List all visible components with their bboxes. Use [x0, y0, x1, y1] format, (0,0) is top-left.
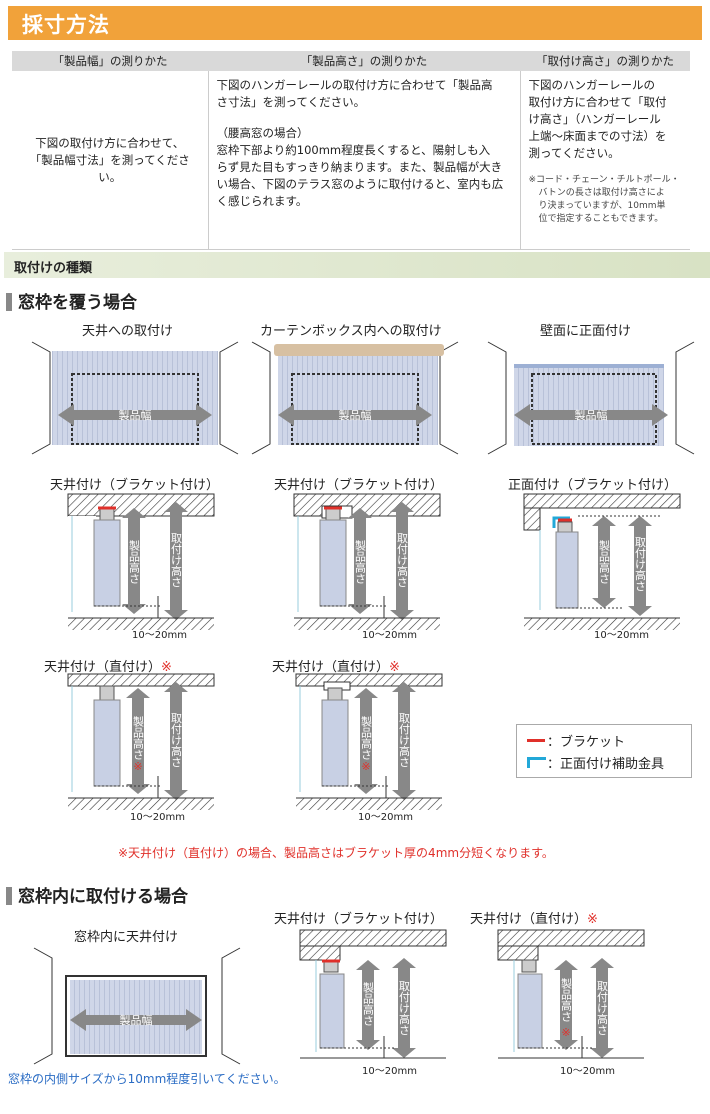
section-inside-frame-title: 窓枠内に取付ける場合 — [6, 882, 188, 907]
svg-text:取付け高さ: 取付け高さ — [398, 712, 411, 767]
svg-text:※: ※ — [133, 760, 142, 773]
measurement-table: 「製品幅」の測りかた 「製品高さ」の測りかた 「取付け高さ」の測りかた 下図の取… — [12, 51, 690, 250]
page-title: 採寸方法 — [22, 13, 110, 37]
svg-text:取付け高さ: 取付け高さ — [398, 980, 411, 1035]
label-direct-2: 天井付け（直付け）※ — [272, 660, 400, 675]
cell-mount-height: 下図のハンガーレールの 取付け方に合わせて「取付 け高さ」（ハンガーレール 上端… — [520, 71, 690, 250]
cell-width: 下図の取付け方に合わせて、 「製品幅寸法」を測ってください。 — [12, 71, 209, 250]
svg-text:※: ※ — [561, 1026, 570, 1039]
svg-text:10～20mm: 10～20mm — [594, 630, 649, 641]
aux-legend-label: ：正面付け補助金具 — [547, 757, 665, 772]
window-diagram-curtain-box: 製品幅 — [251, 341, 459, 455]
svg-text:※: ※ — [361, 760, 370, 773]
svg-text:製品高さ: 製品高さ — [128, 539, 141, 584]
svg-text:製品高さ: 製品高さ — [354, 539, 367, 584]
label-ceiling-mount: 天井への取付け — [82, 324, 174, 339]
svg-text:製品高さ: 製品高さ — [598, 539, 611, 584]
svg-text:10～20mm: 10～20mm — [358, 812, 413, 822]
svg-text:製品幅: 製品幅 — [575, 408, 608, 422]
table-header-mount-height: 「取付け高さ」の測りかた — [520, 51, 690, 71]
svg-text:10～20mm: 10～20mm — [362, 1066, 417, 1077]
table-header-width: 「製品幅」の測りかた — [12, 51, 208, 71]
label-detail-2: 天井付け（ブラケット付け） — [274, 478, 444, 493]
label-curtain-box: カーテンボックス内への取付け — [260, 324, 442, 339]
table-header-height: 「製品高さ」の測りかた — [208, 51, 520, 71]
label-detail-3: 正面付け（ブラケット付け） — [508, 478, 678, 493]
warning-note: ※天井付け（直付け）の場合、製品高さはブラケット厚の4mm分短くなります。 — [118, 846, 554, 860]
bracket-legend-label: ：ブラケット — [547, 735, 626, 750]
label-direct-1: 天井付け（直付け）※ — [44, 660, 172, 675]
label-detail-1: 天井付け（ブラケット付け） — [50, 478, 220, 493]
svg-text:製品幅: 製品幅 — [339, 408, 372, 422]
legend-box: ：ブラケット ：正面付け補助金具 — [516, 724, 692, 778]
window-diagram-ceiling: 製品幅 — [31, 341, 239, 455]
label-inside-ceiling: 窓枠内に天井付け — [74, 930, 179, 945]
svg-text:製品高さ: 製品高さ — [132, 715, 145, 760]
detail-diagram-3: 製品高さ 取付け高さ 10～20mm — [523, 493, 681, 641]
page-header: 採寸方法 — [8, 6, 702, 40]
svg-text:取付け高さ: 取付け高さ — [596, 980, 609, 1035]
detail-diagram-1: 製品高さ 取付け高さ 10～20mm — [67, 493, 215, 641]
svg-text:取付け高さ: 取付け高さ — [396, 532, 409, 587]
aux-legend-swatch — [527, 757, 546, 768]
window-diagram-inside: 製品幅 — [33, 947, 241, 1065]
window-diagram-wall-front: 製品幅 — [487, 341, 695, 455]
svg-text:製品幅: 製品幅 — [119, 408, 152, 422]
svg-text:取付け高さ: 取付け高さ — [634, 536, 647, 591]
svg-text:製品高さ: 製品高さ — [560, 977, 573, 1022]
detail-diagram-2: 製品高さ 取付け高さ 10～20mm — [293, 493, 441, 641]
svg-text:製品高さ: 製品高さ — [362, 981, 375, 1026]
label-inside-detail-1: 天井付け（ブラケット付け） — [274, 912, 444, 927]
bracket-legend-swatch — [527, 739, 545, 742]
detail-diagram-direct-1: 製品高さ ※ 取付け高さ 10～20mm — [67, 673, 215, 822]
svg-text:取付け高さ: 取付け高さ — [170, 712, 183, 767]
label-inside-detail-2: 天井付け（直付け）※ — [470, 912, 598, 927]
svg-text:製品幅: 製品幅 — [120, 1013, 153, 1027]
section-cover-frame-title: 窓枠を覆う場合 — [6, 288, 137, 313]
types-bar: 取付けの種類 — [4, 252, 710, 278]
inside-detail-diagram-1: 製品高さ 取付け高さ 10～20mm — [299, 929, 447, 1077]
svg-text:取付け高さ: 取付け高さ — [170, 532, 183, 587]
svg-text:10～20mm: 10～20mm — [560, 1066, 615, 1077]
label-wall-front: 壁面に正面付け — [540, 324, 632, 339]
svg-text:10～20mm: 10～20mm — [362, 630, 417, 641]
svg-text:製品高さ: 製品高さ — [360, 715, 373, 760]
cell-height: 下図のハンガーレールの取付け方に合わせて「製品高 さ寸法」を測ってください。 （… — [208, 71, 521, 250]
detail-diagram-direct-2: 製品高さ ※ 取付け高さ 10～20mm — [295, 673, 443, 822]
svg-text:10～20mm: 10～20mm — [132, 630, 187, 641]
inside-footer-note: 窓枠の内側サイズから10mm程度引いてください。 — [8, 1072, 286, 1086]
svg-text:10～20mm: 10～20mm — [130, 812, 185, 822]
inside-detail-diagram-2: 製品高さ ※ 取付け高さ 10～20mm — [497, 929, 645, 1077]
